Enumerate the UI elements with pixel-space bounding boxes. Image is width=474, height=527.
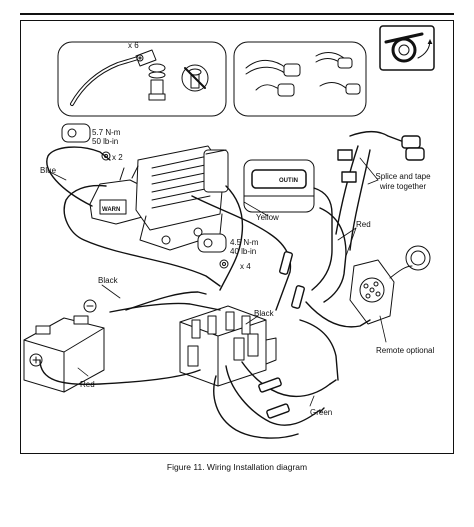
connector-detail-bubble	[233, 41, 367, 117]
top-rule	[20, 13, 454, 15]
label-splice-line1: Splice and tape	[375, 172, 431, 181]
cables	[39, 130, 425, 439]
torque-upper-lbin: 50 lb-in	[92, 137, 119, 146]
label-black-left: Black	[98, 276, 118, 285]
terminal-detail-bubble	[57, 41, 227, 117]
torque-lower-nm: 4.5 N-m	[230, 238, 259, 247]
label-black-center: Black	[254, 309, 274, 318]
battery	[23, 299, 105, 393]
leader-lines	[49, 157, 387, 407]
torque-lower-lbin: 40 lb-in	[230, 247, 257, 256]
label-remote-optional: Remote optional	[376, 346, 435, 355]
label-green: Green	[310, 408, 333, 417]
label-red-right: Red	[356, 220, 371, 229]
qty-x4-label: x 4	[240, 262, 251, 271]
label-red-left: Red	[80, 380, 95, 389]
torque-upper-nm: 5.7 N-m	[92, 128, 121, 137]
remote-socket	[349, 245, 431, 325]
label-blue: Blue	[40, 166, 57, 175]
qty-x2-label: x 2	[112, 153, 123, 162]
qty-x6-label: x 6	[128, 41, 139, 50]
wiring-diagram: OUT IN WARN	[23, 25, 435, 439]
torque-icons	[61, 54, 229, 269]
winch-switch	[243, 159, 315, 213]
label-yellow: Yellow	[256, 213, 279, 222]
tape-icon	[379, 25, 435, 71]
figure-caption: Figure 11. Wiring Installation diagram	[166, 462, 308, 472]
diagram-frame	[20, 20, 454, 454]
label-splice-line2: wire together	[379, 182, 427, 191]
switch-in-text: IN	[292, 178, 298, 184]
winch	[89, 145, 229, 251]
switch-out-text: OUT	[279, 178, 292, 184]
winch-brand-text: WARN	[102, 207, 120, 213]
